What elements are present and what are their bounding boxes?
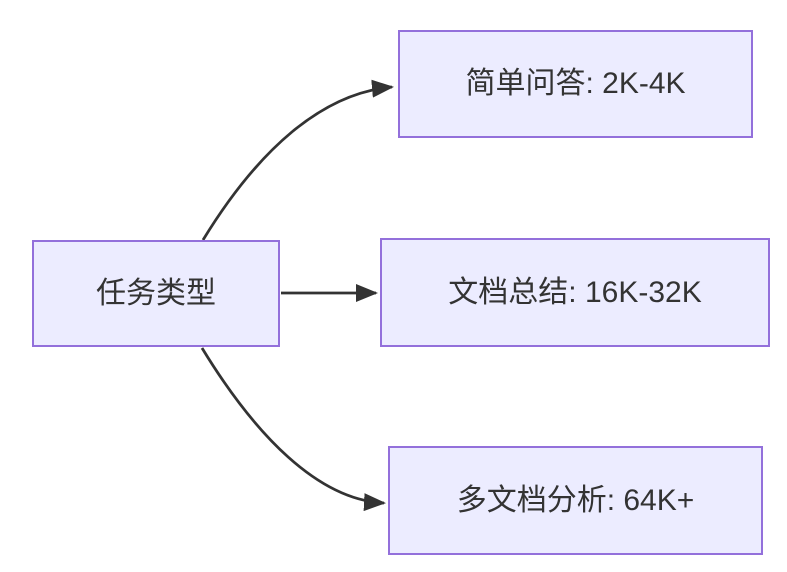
node-multi-doc-analysis: 多文档分析: 64K+ <box>388 446 763 555</box>
node-task-type-label: 任务类型 <box>96 276 216 310</box>
edge-root-to-branch2 <box>200 347 386 512</box>
node-simple-qa-label: 简单问答: 2K-4K <box>465 67 686 100</box>
node-multi-doc-analysis-label: 多文档分析: 64K+ <box>456 483 695 517</box>
node-simple-qa: 简单问答: 2K-4K <box>398 30 753 138</box>
node-task-type: 任务类型 <box>32 240 280 347</box>
edge-root-to-branch0 <box>201 79 394 241</box>
node-doc-summary: 文档总结: 16K-32K <box>380 238 770 347</box>
node-doc-summary-label: 文档总结: 16K-32K <box>448 275 702 309</box>
